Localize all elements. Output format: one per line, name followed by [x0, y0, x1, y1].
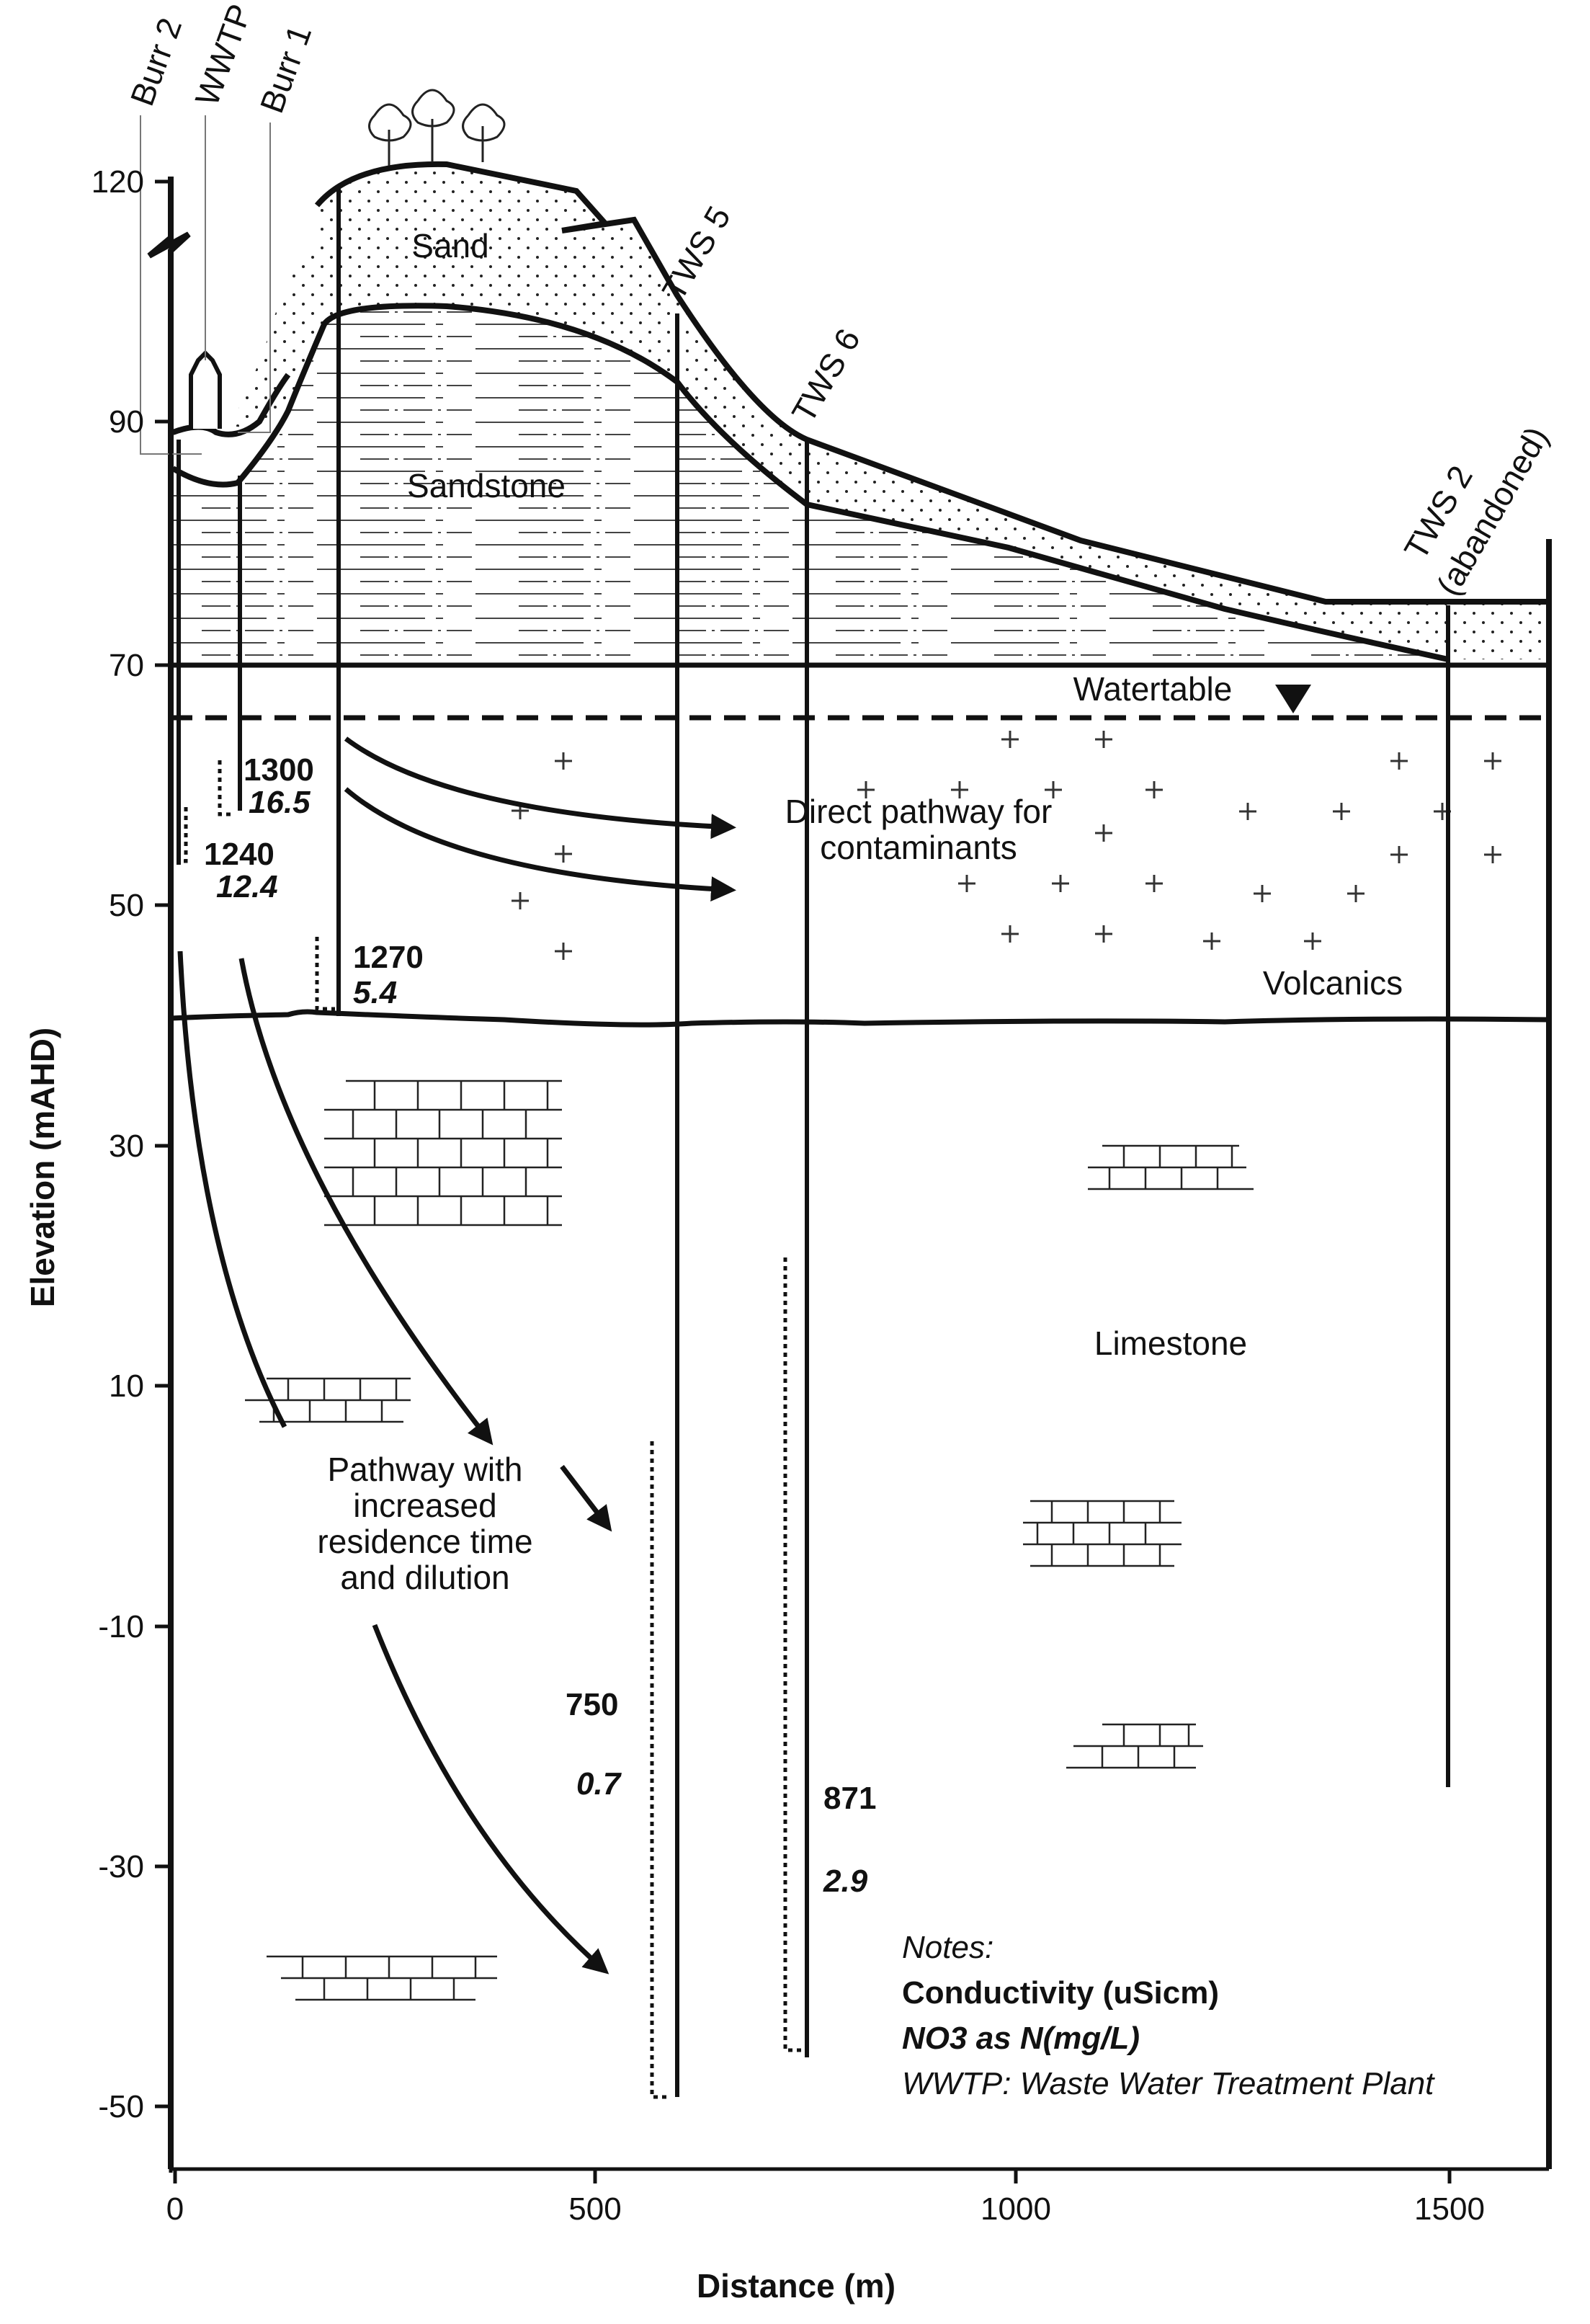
limestone-label: Limestone	[1094, 1324, 1247, 1362]
well-label-tws6: TWS 6	[785, 322, 867, 429]
slow-arrow-2	[560, 1464, 612, 1532]
y-tick-90: 90	[109, 404, 144, 440]
well-label-wwtp: WWTP	[188, 0, 259, 110]
volcanics-base	[170, 1009, 1550, 1028]
x-tick-1500: 1500	[1414, 2191, 1485, 2227]
x-tick-500: 500	[568, 2191, 621, 2227]
slow-arrow-3	[372, 1624, 609, 1974]
well-label-tws5: TWS 5	[655, 200, 738, 306]
wwtp-building-icon	[189, 350, 222, 429]
y-tick-30: 30	[109, 1128, 144, 1164]
reading-5-conductivity: 871	[823, 1781, 876, 1816]
reading-5-no3: 2.9	[823, 1864, 868, 1899]
notes-conductivity: Conductivity (uSicm)	[902, 1975, 1219, 2011]
reading-2-no3: 12.4	[216, 869, 278, 904]
sand-label: Sand	[411, 227, 488, 264]
well-label-leaders	[140, 115, 271, 455]
reading-1-conductivity: 1300	[244, 752, 314, 788]
reading-2-conductivity: 1240	[204, 837, 274, 872]
reading-4-no3: 0.7	[576, 1766, 622, 1802]
direct-pathway-label-1: Direct pathway for	[785, 793, 1053, 830]
limestone-bricks-6	[267, 1955, 497, 2001]
slow-pathway-label-4: and dilution	[340, 1559, 509, 1596]
x-tick-0: 0	[166, 2191, 184, 2227]
reading-3-no3: 5.4	[353, 975, 397, 1010]
sandstone-layer	[171, 303, 1449, 662]
slow-arrow-1	[238, 958, 493, 1446]
y-axis-title: Elevation (mAHD)	[24, 1028, 61, 1307]
y-axis	[155, 177, 173, 2173]
limestone-bricks-2	[1088, 1144, 1254, 1190]
direct-arrow-1	[344, 736, 736, 840]
reading-1-no3: 16.5	[249, 785, 311, 820]
y-tick-10: 10	[109, 1368, 144, 1404]
y-tick-70: 70	[109, 648, 144, 683]
y-tick-minus50: -50	[98, 2089, 144, 2124]
limestone-bricks-5	[1066, 1723, 1203, 1769]
limestone-bricks-4	[1023, 1500, 1182, 1567]
y-tick-minus30: -30	[98, 1849, 144, 1884]
y-tick-120: 120	[91, 164, 144, 200]
volcanic-symbols	[512, 731, 1501, 960]
slow-pathway-label-3: residence time	[317, 1523, 532, 1560]
well-lines	[177, 187, 1450, 2097]
slow-pathway-label-1: Pathway with	[327, 1451, 522, 1488]
notes-box: Notes: Conductivity (uSicm) NO3 as N(mg/…	[902, 1930, 1435, 2101]
x-tick-1000: 1000	[981, 2191, 1051, 2227]
y-tick-labels: 120 90 70 50 30 10 -10 -30 -50	[91, 164, 144, 2124]
notes-no3: NO3 as N(mg/L)	[902, 2021, 1140, 2056]
y-tick-minus10: -10	[98, 1609, 144, 1644]
notes-wwtp: WWTP: Waste Water Treatment Plant	[902, 2066, 1435, 2101]
direct-pathway-label-2: contaminants	[820, 829, 1017, 866]
y-tick-50: 50	[109, 888, 144, 923]
sandstone-label: Sandstone	[407, 467, 566, 504]
screen-intervals	[179, 760, 803, 2099]
notes-heading: Notes:	[902, 1930, 993, 1965]
limestone-bricks-1	[324, 1079, 562, 1226]
slow-pathway-label-2: increased	[353, 1487, 496, 1524]
pathway-arrows	[238, 736, 736, 1974]
sand-layer	[231, 161, 1549, 659]
well-label-burr1: Burr 1	[253, 20, 319, 117]
direct-arrow-2	[344, 787, 736, 902]
watertable-label: Watertable	[1073, 670, 1233, 708]
watertable-icon	[1275, 685, 1311, 713]
volcanics-label: Volcanics	[1263, 964, 1403, 1002]
x-axis	[171, 2167, 1549, 2183]
trees-icon	[368, 89, 506, 166]
x-axis-title: Distance (m)	[697, 2267, 896, 2305]
slow-pathway-line	[177, 950, 287, 1428]
x-tick-labels: 0 500 1000 1500	[166, 2191, 1485, 2227]
reading-4-conductivity: 750	[566, 1687, 618, 1722]
reading-3-conductivity: 1270	[353, 940, 424, 975]
well-label-burr2: Burr 2	[123, 13, 189, 110]
